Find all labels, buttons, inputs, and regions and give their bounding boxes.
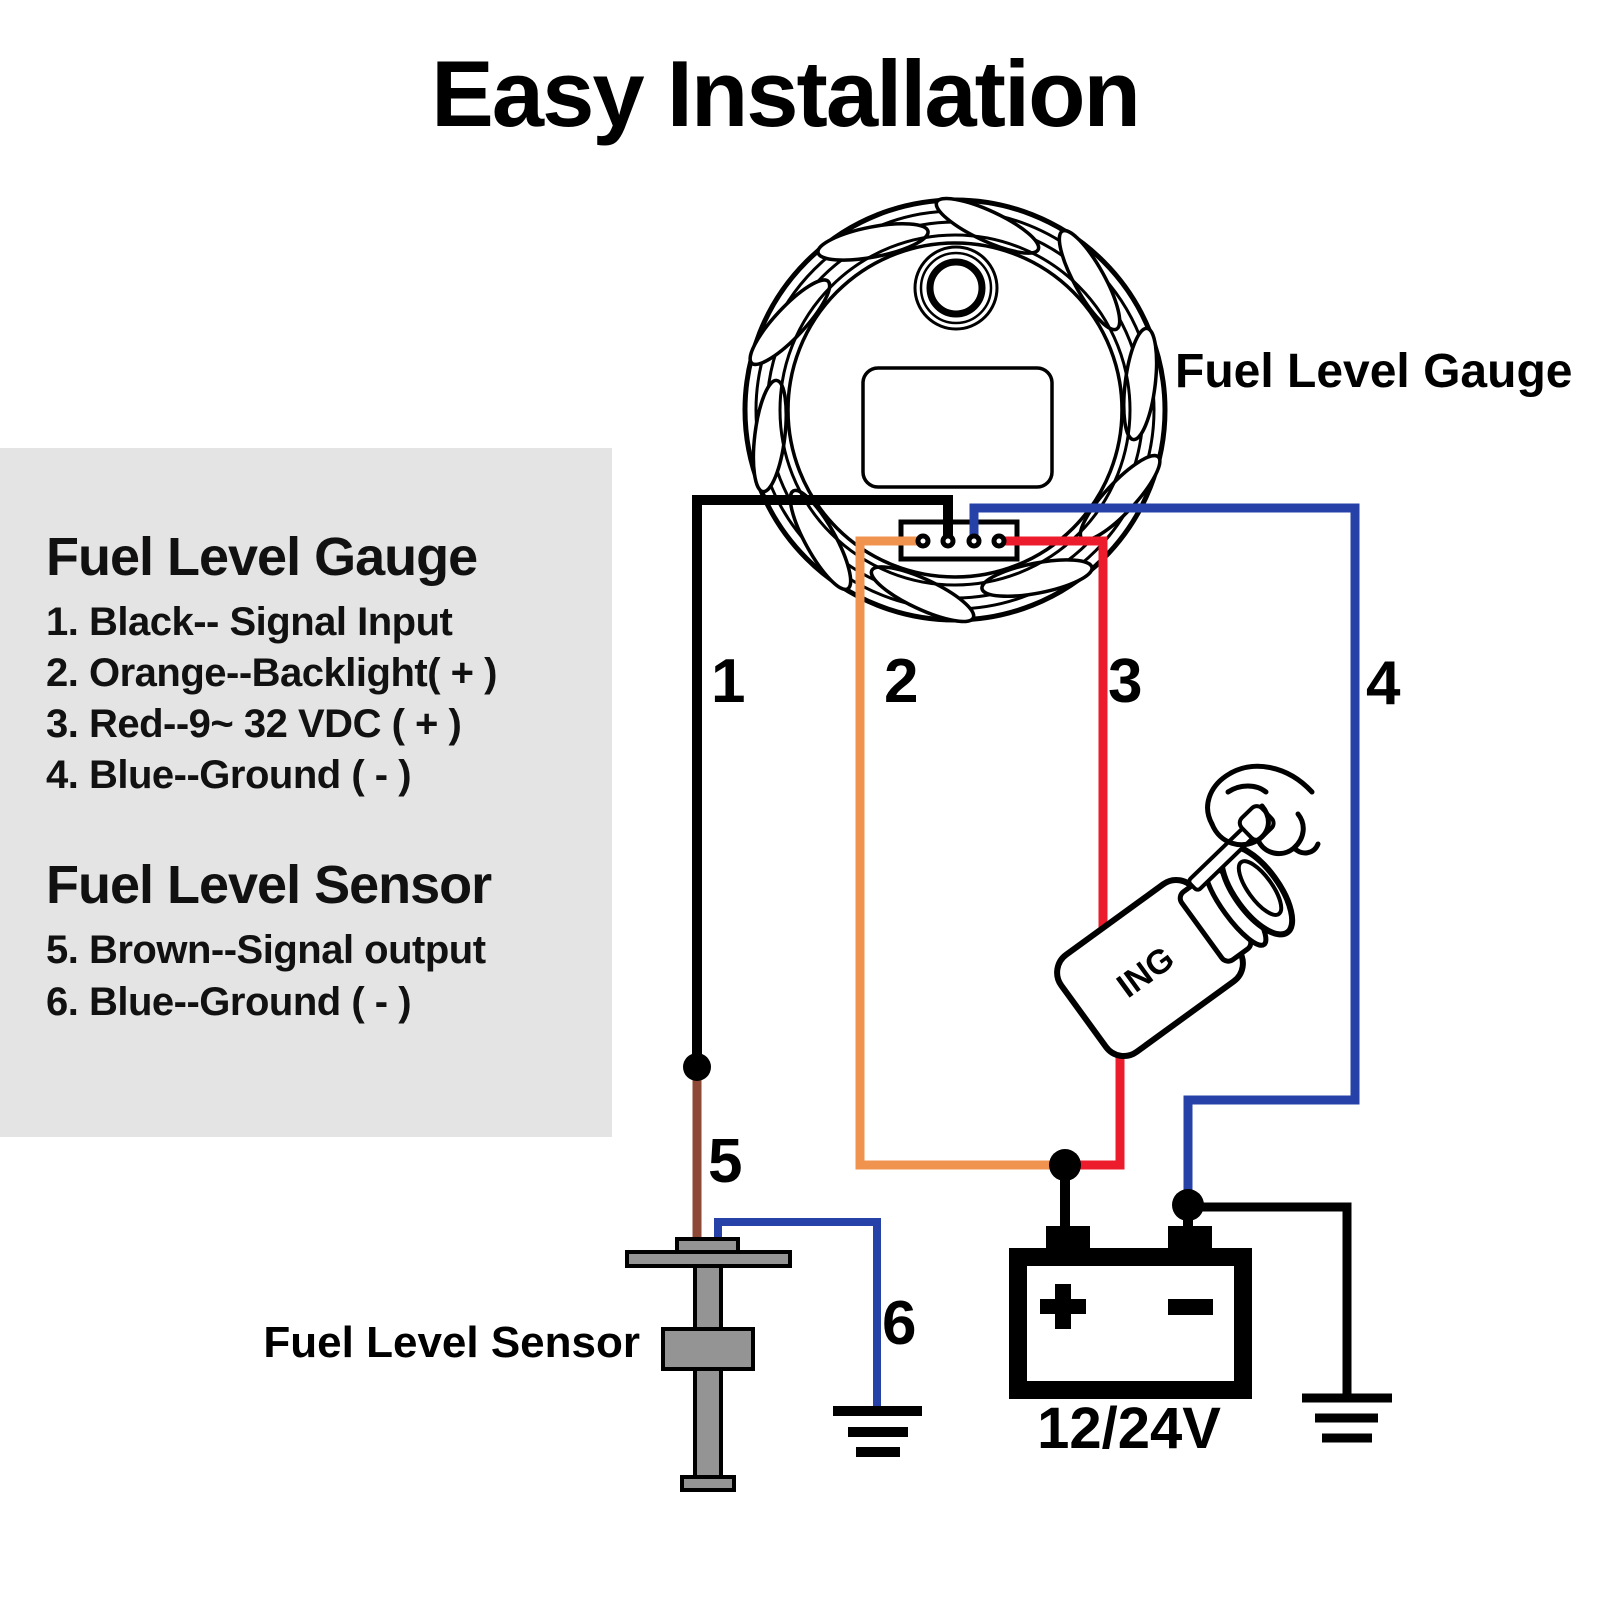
- legend-gauge-item-3: 3. Red--9~ 32 VDC ( + ): [46, 702, 462, 746]
- junction-dot-positive: [1049, 1149, 1081, 1181]
- battery-post-negative: [1168, 1226, 1212, 1250]
- wire-label-3: 3: [1108, 647, 1142, 716]
- legend-panel: Fuel Level Gauge 1. Black-- Signal Input…: [0, 448, 612, 1137]
- gauge-callout-label: Fuel Level Gauge: [1175, 345, 1573, 398]
- connector-pins: [915, 533, 1007, 549]
- legend-gauge-item-4: 4. Blue--Ground ( - ): [46, 753, 412, 797]
- wire-label-4: 4: [1366, 649, 1401, 718]
- battery-voltage-label: 12/24V: [1037, 1396, 1221, 1461]
- wire-4-blue-ground: [969, 503, 1360, 1205]
- wire-3-red-power-upper: [999, 536, 1108, 977]
- legend-sensor-item-5: 5. Brown--Signal output: [46, 928, 486, 972]
- wire-label-1: 1: [711, 647, 745, 716]
- legend-gauge-item-1: 1. Black-- Signal Input: [46, 600, 453, 644]
- fuel-gauge-drawing: [742, 196, 1168, 624]
- ignition-switch-drawing: ING: [1054, 763, 1321, 1060]
- gauge-light-hole: [913, 245, 999, 331]
- battery-drawing: [1009, 1226, 1252, 1399]
- wire-6-blue-sensor-ground: [714, 1218, 881, 1411]
- wire-battery-ground: [1188, 1202, 1352, 1398]
- switch-body: ING: [1054, 843, 1296, 1060]
- wire-label-6: 6: [882, 1289, 916, 1358]
- sensor-float: [661, 1327, 755, 1371]
- wire-label-5: 5: [708, 1127, 742, 1196]
- sensor-stem-lower: [693, 1367, 723, 1481]
- gauge-rear-plate: [861, 366, 1054, 489]
- junction-dot-sensor: [683, 1053, 711, 1081]
- legend-sensor-heading: Fuel Level Sensor: [46, 855, 492, 915]
- sensor-foot: [680, 1475, 736, 1492]
- legend-sensor-item-6: 6. Blue--Ground ( - ): [46, 980, 412, 1024]
- fuel-sensor-drawing: [625, 1237, 792, 1492]
- wire-1-black-signal: [692, 495, 953, 1067]
- ground-symbol-sensor: [833, 1406, 922, 1457]
- sensor-callout-label: Fuel Level Sensor: [263, 1318, 640, 1367]
- wire-3-red-power-lower: [1065, 1040, 1125, 1170]
- ground-symbol-battery: [1302, 1393, 1392, 1443]
- battery-post-positive: [1046, 1226, 1090, 1250]
- page-title: Easy Installation: [431, 41, 1141, 146]
- gauge-inner-ring-2: [786, 241, 1124, 579]
- sensor-stem-upper: [693, 1264, 723, 1334]
- legend-gauge-item-2: 2. Orange--Backlight( + ): [46, 651, 497, 695]
- hand-sketch: [1205, 763, 1321, 857]
- gauge-inner-ring-1: [778, 233, 1132, 587]
- wire-label-2: 2: [884, 647, 918, 716]
- gauge-bezel-pattern: [748, 196, 1162, 624]
- junction-dot-negative: [1172, 1189, 1204, 1221]
- legend-gauge-heading: Fuel Level Gauge: [46, 527, 478, 587]
- wire-2-orange-backlight: [855, 536, 1065, 1170]
- battery-minus-sign: [1168, 1299, 1213, 1315]
- sensor-flange: [625, 1250, 792, 1268]
